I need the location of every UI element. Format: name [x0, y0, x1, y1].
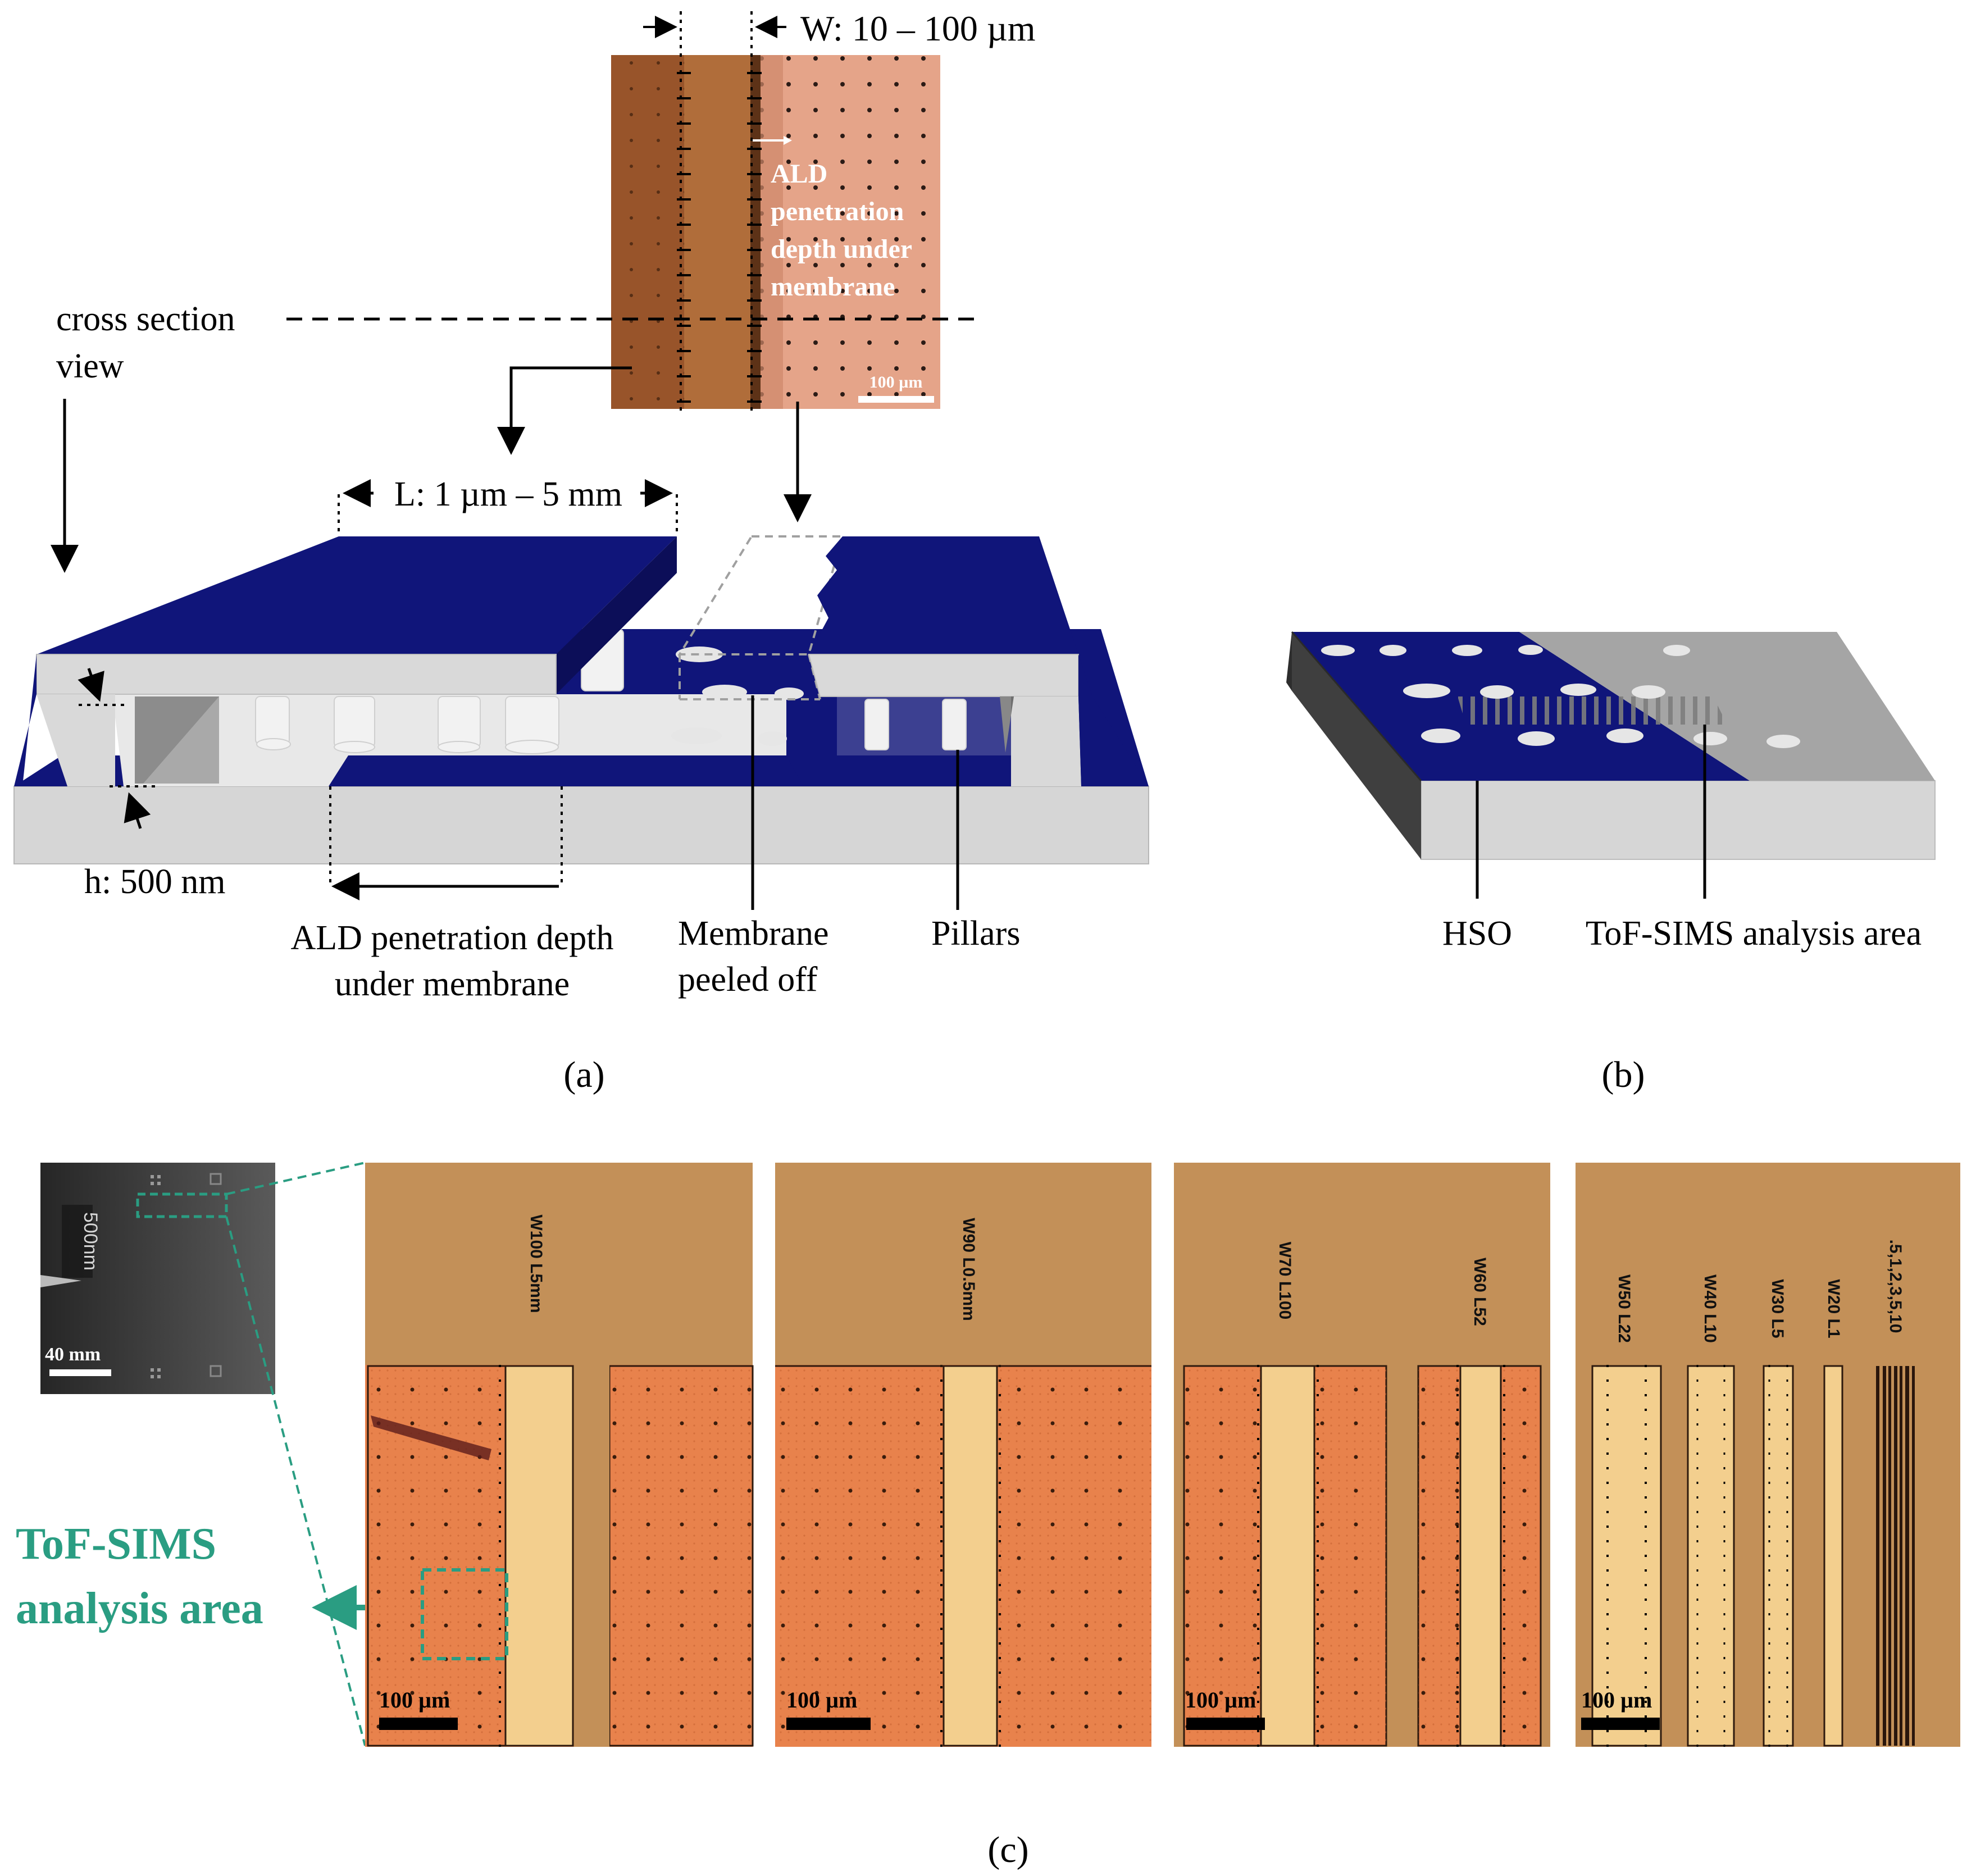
penetration-label-line2: under membrane [335, 965, 570, 1003]
channel-label-9: .5,1,2,3,5,10 [1886, 1240, 1905, 1333]
micrograph-arrow-left [497, 366, 632, 455]
sem-thumbnail: 500nm 40 mm [40, 1163, 275, 1394]
caption-b: (b) [1602, 1054, 1645, 1095]
sem-scale-bar-label: 40 mm [45, 1344, 101, 1365]
cross-section-label: cross section view [56, 300, 235, 385]
optical-image-2: W90 L0.5mm 100 µm [775, 1163, 1151, 1747]
scale-bar-2 [786, 1718, 871, 1730]
width-label: W: 10 – 100 µm [800, 8, 1035, 48]
penetration-indicator: ALD penetration depth under membrane [290, 786, 614, 1003]
scale-label-4: 100 µm [1581, 1687, 1652, 1713]
svg-text:penetration: penetration [771, 197, 904, 226]
scale-bar-1 [379, 1718, 458, 1730]
sem-scale-bar [49, 1369, 111, 1376]
membrane-left-top [37, 536, 677, 654]
tick-marks-left [677, 72, 691, 403]
sem-zoom-box [136, 1192, 228, 1218]
length-indicator: L: 1 µm – 5 mm [338, 475, 678, 536]
hso-pillar-tops [1321, 645, 1800, 748]
channel-label-2: W90 L0.5mm [959, 1218, 978, 1321]
micrograph-scale-label: 100 µm [869, 373, 923, 391]
scale-label-1: 100 µm [379, 1687, 450, 1713]
tof-label-b: ToF-SIMS analysis area [1586, 914, 1922, 953]
top-micrograph: ALD penetration depth under membrane 100… [611, 55, 940, 409]
optical-image-4: W50 L22 W40 L10 W30 L5 W20 L1 .5,1,2,3,5… [1576, 1163, 1960, 1747]
channel-label-6: W40 L10 [1701, 1274, 1719, 1343]
svg-text:depth under: depth under [771, 234, 912, 264]
svg-text:view: view [56, 347, 124, 385]
panel-b: HSO ToF-SIMS analysis area (b) [1286, 631, 1936, 1095]
channel-label-7: W30 L5 [1768, 1279, 1787, 1338]
micrograph-overlay-text: ALD penetration depth under membrane [771, 159, 912, 302]
tof-analysis-stripes [1458, 696, 1727, 725]
membrane-label-line2: peeled off [678, 960, 818, 999]
zoom-line-top [226, 1162, 366, 1195]
optical-image-3: W70 L100 W60 L52 100 µm [1174, 1163, 1550, 1747]
height-label: h: 500 nm [84, 863, 225, 901]
membrane-right-top [809, 536, 1078, 654]
channel-label-4: W60 L52 [1470, 1258, 1489, 1326]
pillars-label: Pillars [931, 914, 1020, 953]
dense-channel-array [1876, 1366, 1915, 1746]
penetration-label-line1: ALD penetration depth [290, 919, 613, 957]
scale-bar-4 [1581, 1718, 1660, 1730]
width-indicator: W: 10 – 100 µm [643, 8, 1035, 413]
svg-text:cross section: cross section [56, 300, 235, 338]
svg-text:ToF-SIMS: ToF-SIMS [16, 1519, 216, 1569]
panel-c: 500nm 40 mm ToF-SIMS analysis area [16, 1162, 1960, 1870]
svg-text:ALD: ALD [771, 159, 827, 189]
hso-label: HSO [1442, 914, 1512, 953]
sem-scale-text: 500nm [80, 1212, 101, 1271]
caption-c: (c) [987, 1829, 1028, 1870]
membrane-label-line1: Membrane [678, 914, 829, 953]
channel-label-1: W100 L5mm [527, 1214, 545, 1313]
length-label: L: 1 µm – 5 mm [394, 475, 622, 513]
height-indicator: h: 500 nm [78, 668, 225, 901]
scale-bar-3 [1186, 1718, 1265, 1730]
scale-label-3: 100 µm [1185, 1687, 1256, 1713]
scale-label-2: 100 µm [786, 1687, 857, 1713]
tick-marks-right [747, 72, 762, 403]
caption-a: (a) [563, 1054, 604, 1095]
channel-label-8: W20 L1 [1824, 1279, 1843, 1338]
zoom-line-bottom [225, 1216, 366, 1746]
svg-text:membrane: membrane [771, 272, 895, 302]
test-structure-3d [13, 535, 1149, 864]
svg-text:analysis area: analysis area [16, 1584, 263, 1633]
exposed-pillar-tops [671, 646, 804, 746]
micrograph-scale-bar [858, 396, 934, 403]
optical-image-1: W100 L5mm 100 µm [365, 1163, 754, 1747]
channel-label-3: W70 L100 [1276, 1242, 1294, 1319]
panel-a: ALD penetration depth under membrane 100… [13, 8, 1149, 1095]
channel-label-5: W50 L22 [1615, 1274, 1633, 1343]
tof-label-c: ToF-SIMS analysis area [16, 1519, 263, 1633]
